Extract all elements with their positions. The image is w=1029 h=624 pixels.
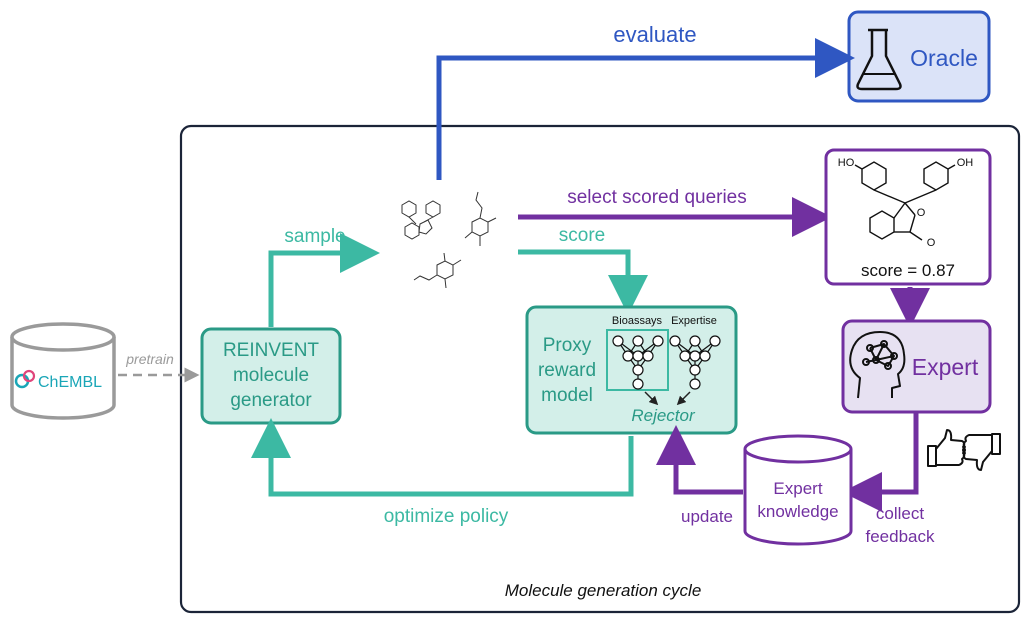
collect-label-line1: collect [876,504,924,523]
expert-box[interactable] [841,319,992,414]
select-scored-queries-label: select scored queries [567,187,747,208]
sample-label: sample [284,226,345,247]
update-label: update [681,507,733,526]
expertise-label: Expertise [671,315,717,327]
mol-label-o-carbonyl: O [927,237,936,249]
reinvent-label-line3: generator [230,390,312,411]
bioassays-label: Bioassays [612,315,663,327]
reinvent-label-line1: REINVENT [223,340,319,361]
proxy-label-line2: reward [538,360,596,381]
chembl-logo-icon [14,369,36,389]
chembl-label: ChEMBL [38,374,102,391]
sampled-molecules [401,191,497,289]
mol-label-oh: OH [957,157,974,169]
evaluate-label: evaluate [613,22,696,47]
collect-label-line2: feedback [866,527,935,546]
update-arrow [656,425,743,495]
expertise-network-icon [669,335,721,390]
proxy-label-line3: model [541,385,593,406]
expert-label: Expert [912,354,979,380]
optimize-policy-label: optimize policy [384,506,509,527]
score-value: score = 0.87 [861,261,955,280]
bioassays-highlight [606,329,669,391]
expert-knowledge-database[interactable]: Expert knowledge [743,434,853,546]
reinvent-label-line2: molecule [233,365,309,386]
rejector-label: Rejector [631,406,696,425]
cycle-frame [179,124,1021,614]
score-arrow [518,249,648,315]
flask-icon [856,28,902,91]
cycle-caption: Molecule generation cycle [505,581,702,600]
brain-head-icon [849,331,906,399]
evaluate-arrow [436,38,855,180]
bioassays-network-icon [612,335,664,390]
mol-label-o-ring: O [917,207,926,219]
chembl-database: ChEMBL [10,322,116,420]
thumbs-up-icon [927,429,966,467]
optimize-policy-arrow [251,418,634,497]
oracle-label: Oracle [910,45,978,71]
rejector-arrow-left [644,391,659,406]
scored-molecule-structure [854,161,956,241]
sample-arrow [268,233,380,327]
scored-query-box[interactable] [824,148,992,286]
thumbs-down-icon [962,433,1001,471]
pretrain-label: pretrain [125,351,174,367]
score-label: score [559,225,605,246]
expert-knowledge-label-line2: knowledge [757,502,838,521]
collect-feedback-arrow [842,413,919,512]
mol-label-ho: HO [838,157,855,169]
proxy-label-line1: Proxy [543,335,592,356]
expert-knowledge-label-line1: Expert [773,479,822,498]
rejector-arrow-right [676,391,691,406]
